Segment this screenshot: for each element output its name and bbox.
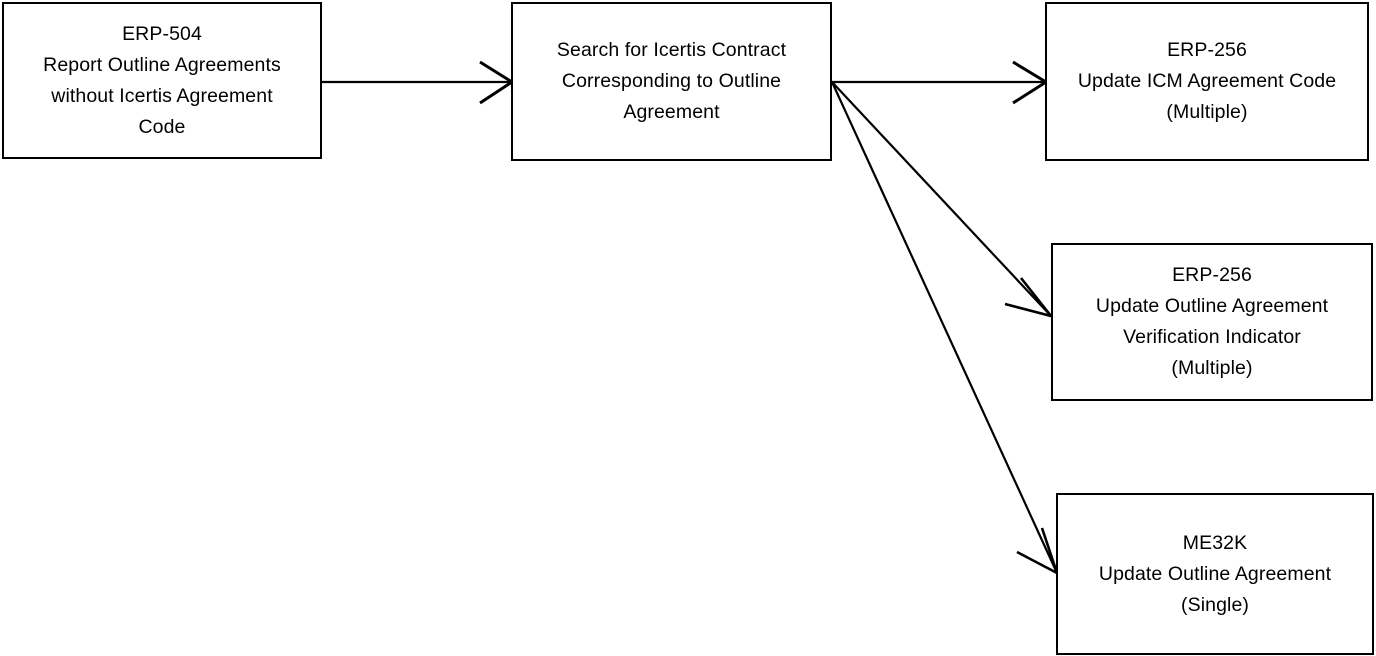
- node-update-outline-agreement-single[interactable]: ME32K Update Outline Agreement (Single): [1056, 493, 1374, 655]
- node-update-verification-indicator[interactable]: ERP-256 Update Outline Agreement Verific…: [1051, 243, 1373, 401]
- node-report-outline-agreements[interactable]: ERP-504 Report Outline Agreements withou…: [2, 2, 322, 159]
- node-report-label: ERP-504 Report Outline Agreements withou…: [43, 22, 281, 138]
- node-update-icm-agreement-code[interactable]: ERP-256 Update ICM Agreement Code (Multi…: [1045, 2, 1369, 161]
- edge-search-to-me32k: [830, 81, 1060, 576]
- node-verif-ind-label: ERP-256 Update Outline Agreement Verific…: [1095, 264, 1329, 379]
- edge-search-to-icm-code: [1012, 60, 1049, 105]
- node-icm-code-label: ERP-256 Update ICM Agreement Code (Multi…: [1077, 39, 1337, 123]
- edge-search-to-verif-ind: [831, 81, 1055, 319]
- node-search-icertis-contract[interactable]: Search for Icertis Contract Correspondin…: [511, 2, 832, 161]
- node-search-label: Search for Icertis Contract Correspondin…: [556, 39, 787, 123]
- node-me32k-label: ME32K Update Outline Agreement (Single): [1098, 531, 1332, 616]
